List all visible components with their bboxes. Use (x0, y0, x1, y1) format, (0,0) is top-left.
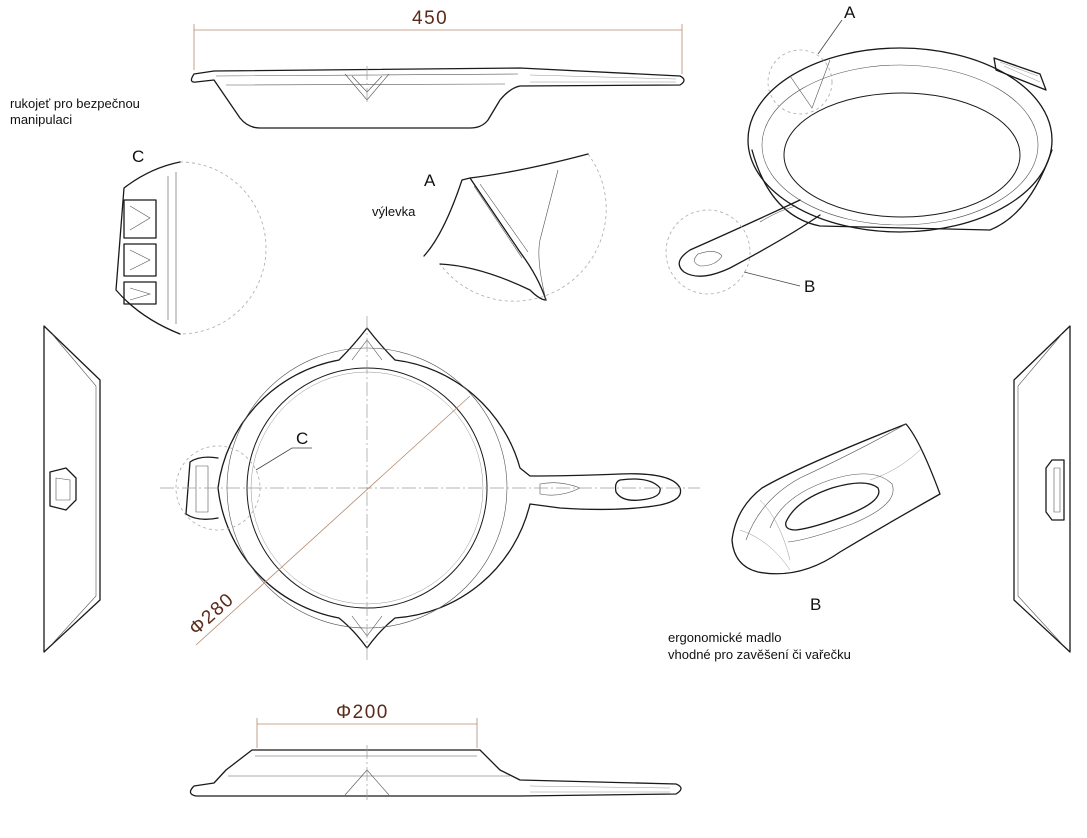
edge-view-right (1013, 325, 1071, 653)
dimension-diameter-top: Φ280 (185, 395, 471, 646)
detail-c-label: C (132, 147, 144, 166)
detail-b-view: B (731, 423, 941, 614)
detail-a-label: A (424, 171, 436, 190)
dimension-length-label: 450 (412, 8, 448, 29)
side-view-bottom (189, 745, 682, 800)
detail-b-label: B (810, 595, 821, 614)
dimension-diameter-bottom: Φ200 (256, 702, 478, 748)
note-ergonomic-line1: ergonomické madlo (668, 630, 781, 645)
detail-c-label-plan: C (296, 429, 308, 448)
detail-a-callout-perspective: A (817, 3, 856, 55)
dimension-diameter-bottom-label: Φ200 (336, 702, 389, 723)
side-view-top (190, 66, 685, 129)
note-ergonomic-line2: vhodné pro zavěšení či vařečku (668, 647, 851, 662)
detail-c-callout-plan: C (255, 429, 312, 471)
detail-b-callout-perspective: B (743, 271, 815, 296)
perspective-view (665, 47, 1053, 295)
detail-b-label-perspective: B (804, 277, 815, 296)
detail-c-view: C (115, 147, 267, 335)
edge-view-left (43, 325, 101, 653)
dimension-length: 450 (193, 8, 683, 74)
note-spout: výlevka (372, 204, 416, 219)
dimension-diameter-top-label: Φ280 (185, 589, 238, 640)
detail-a-label-perspective: A (844, 3, 856, 22)
plan-view (160, 316, 700, 660)
note-handle-safety-line2: manipulaci (10, 112, 72, 127)
detail-a-view: A (423, 153, 607, 302)
note-handle-safety-line1: rukojeť pro bezpečnou (10, 96, 140, 111)
